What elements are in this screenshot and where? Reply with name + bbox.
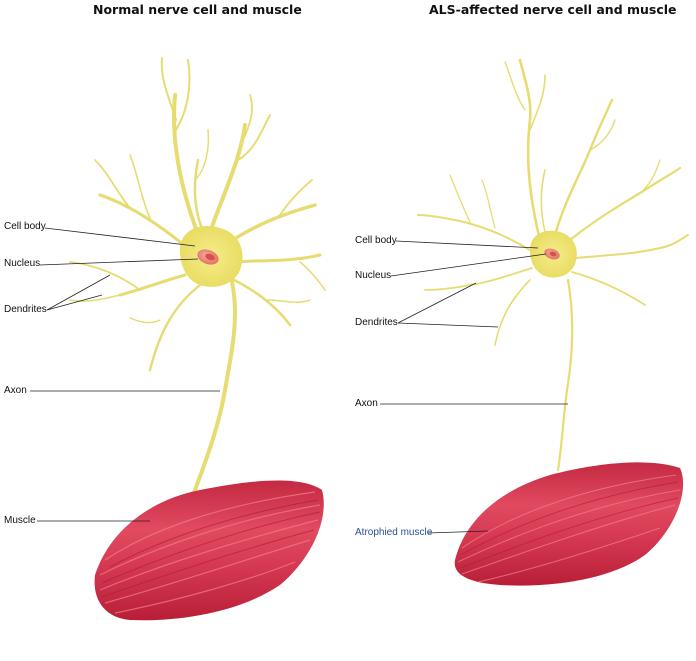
label-dendrites-left: Dendrites — [4, 304, 47, 315]
als-cell-body — [530, 230, 577, 278]
leader-muscle-right — [427, 530, 489, 534]
label-atrophied-muscle-right: Atrophied muscle — [355, 527, 433, 538]
leader-lines — [30, 227, 568, 534]
normal-muscle — [94, 480, 324, 621]
label-muscle-left: Muscle — [4, 515, 36, 526]
leader-dendrites-right-b — [397, 322, 499, 328]
label-nucleus-left: Nucleus — [4, 258, 41, 269]
label-dendrites-right: Dendrites — [355, 317, 398, 328]
als-neuron — [417, 58, 689, 472]
leader-dendrites-right-a — [397, 282, 477, 324]
label-axon-left: Axon — [4, 385, 27, 396]
panel-title-normal: Normal nerve cell and muscle — [93, 2, 302, 17]
leader-nucleus-right — [390, 253, 547, 277]
label-axon-right: Axon — [355, 398, 378, 409]
label-nucleus-right: Nucleus — [355, 270, 392, 281]
normal-cell-body — [180, 226, 243, 287]
leader-dendrites-left-a — [46, 274, 111, 311]
normal-neuron — [69, 57, 326, 512]
label-cell-body-right: Cell body — [355, 235, 397, 246]
leader-dendrites-left-b — [46, 294, 103, 311]
leader-cell-body-right — [395, 240, 539, 249]
leader-cell-body-left — [44, 227, 196, 247]
als-muscle — [454, 462, 684, 586]
label-cell-body-left: Cell body — [4, 221, 46, 232]
leader-nucleus-left — [39, 258, 199, 266]
panel-title-als: ALS-affected nerve cell and muscle — [429, 2, 677, 17]
